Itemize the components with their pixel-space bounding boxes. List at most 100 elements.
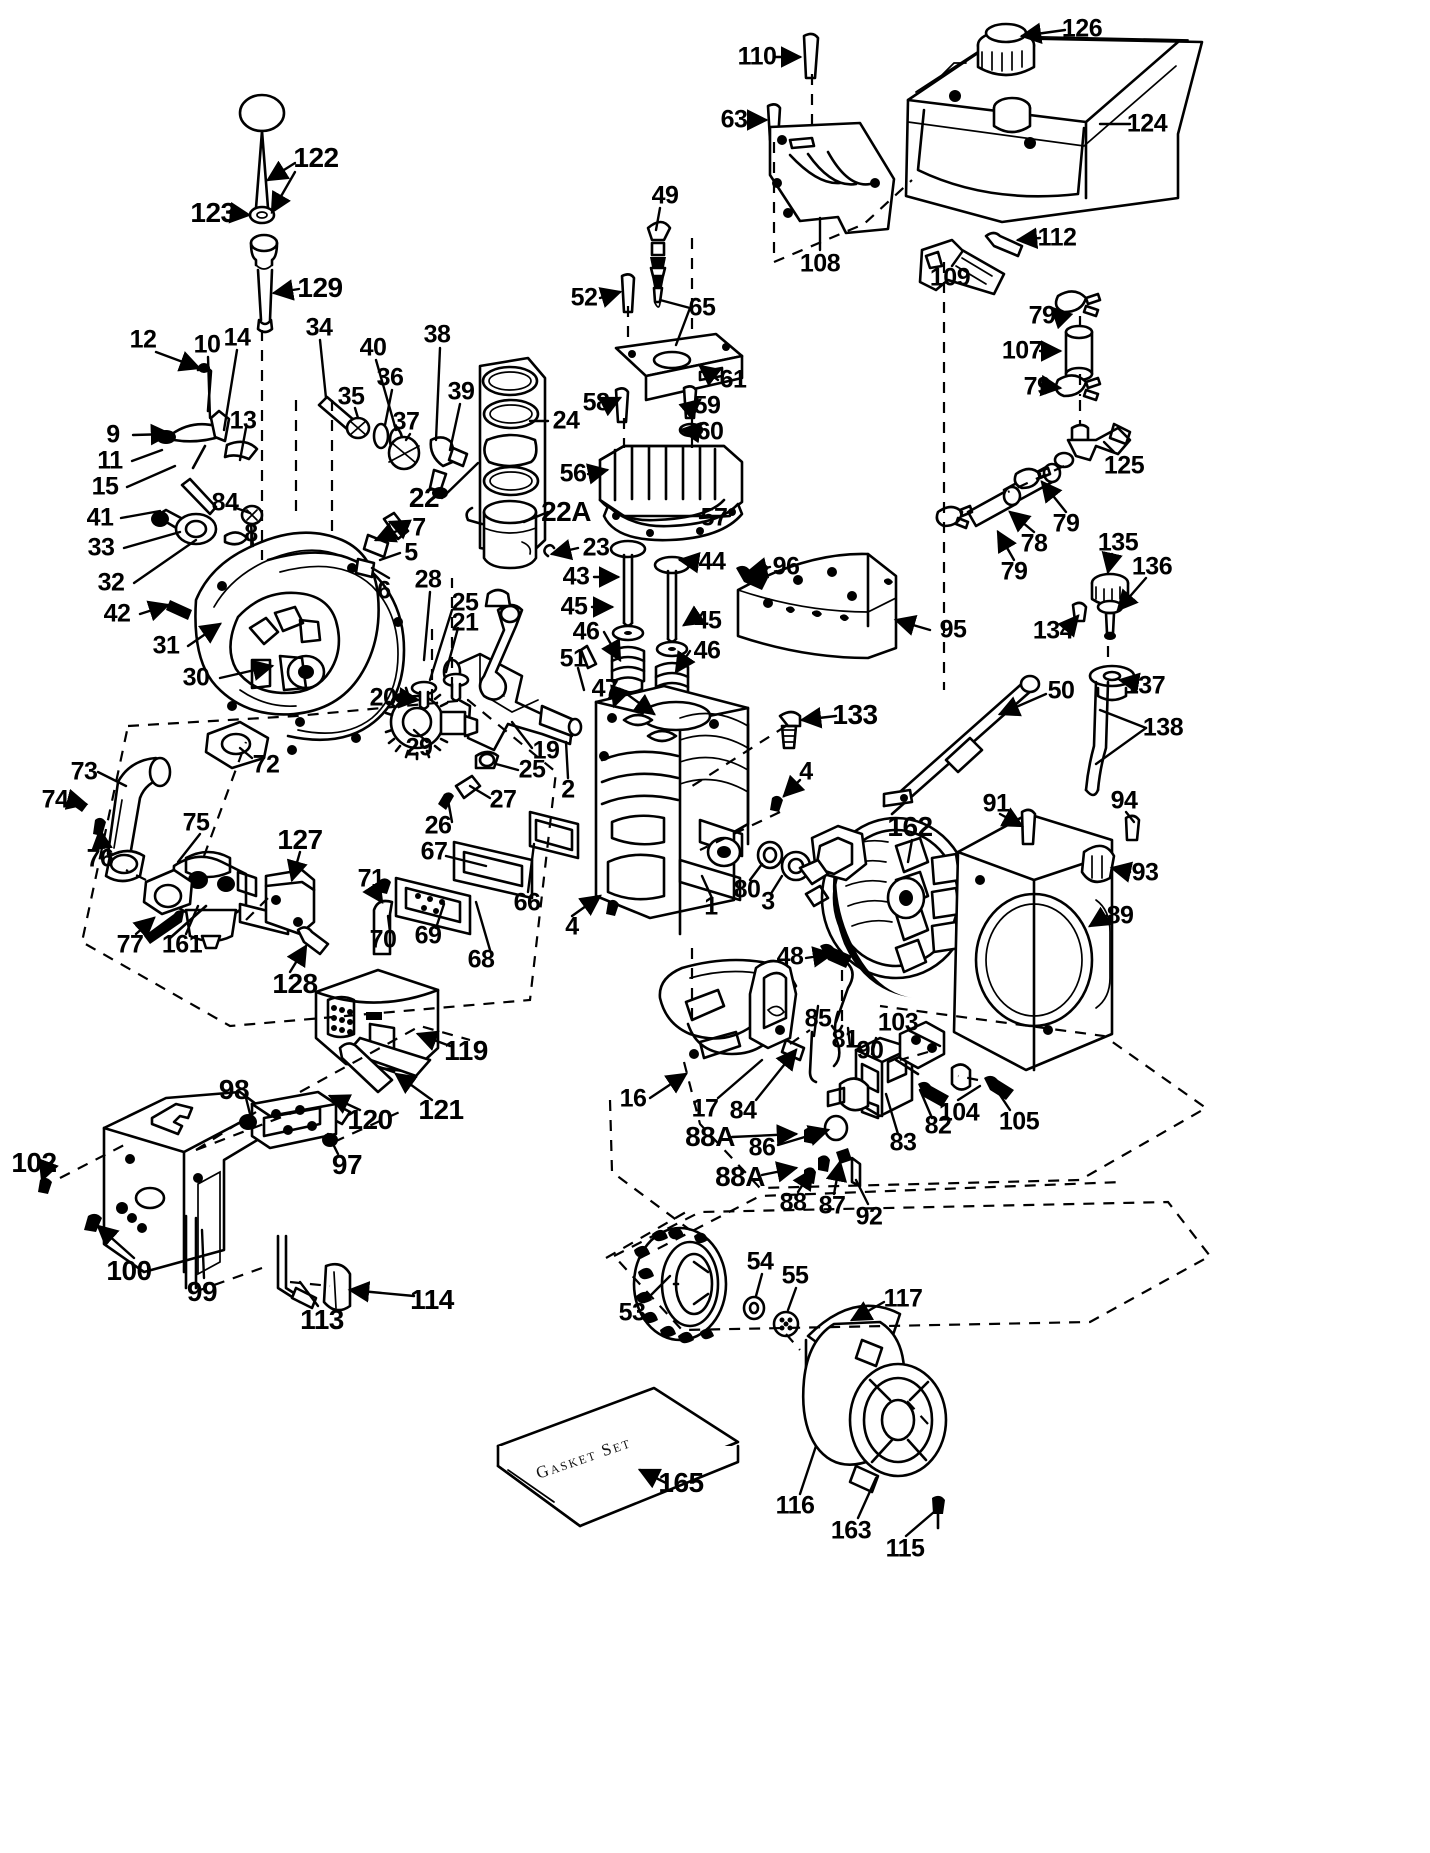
part-callout-36: 36 (376, 363, 404, 392)
part-callout-119: 119 (444, 1035, 488, 1066)
part-callout-24: 24 (552, 406, 580, 435)
part-callout-136: 136 (1131, 552, 1173, 581)
part-callout-4: 4 (799, 757, 813, 786)
part-callout-85: 85 (804, 1004, 832, 1033)
part-callout-99: 99 (186, 1276, 218, 1307)
part-callout-60: 60 (696, 417, 724, 446)
part-callout-95: 95 (939, 615, 967, 644)
part-callout-116: 116 (775, 1491, 815, 1520)
part-callout-66: 66 (513, 888, 541, 917)
part-callout-84: 84 (729, 1096, 757, 1125)
part-callout-58: 58 (582, 388, 610, 417)
part-callout-80: 80 (733, 875, 761, 904)
part-callout-114: 114 (410, 1284, 454, 1315)
clamp-79-b (1054, 374, 1102, 402)
part-callout-128: 128 (272, 968, 318, 999)
part-callout-133: 133 (832, 699, 878, 730)
part-callout-138: 138 (1142, 713, 1184, 742)
part-callout-52: 52 (570, 283, 598, 312)
part-callout-46: 46 (572, 617, 600, 646)
part-callout-100: 100 (106, 1255, 152, 1286)
part-callout-46: 46 (693, 636, 721, 665)
part-handle-113-114 (276, 1234, 352, 1312)
part-callout-50: 50 (1047, 676, 1075, 705)
part-callout-23: 23 (582, 533, 610, 562)
part-callout-113: 113 (300, 1304, 344, 1335)
part-callout-26: 26 (424, 811, 452, 840)
part-callout-5: 5 (404, 538, 418, 567)
part-callout-56: 56 (559, 459, 587, 488)
part-callout-8: 8 (244, 519, 258, 548)
part-callout-45: 45 (560, 592, 588, 621)
part-callout-103: 103 (877, 1008, 919, 1037)
part-shroud-99 (38, 1090, 266, 1290)
part-callout-69: 69 (414, 921, 442, 950)
part-dipstick (238, 93, 286, 334)
part-callout-1: 1 (704, 892, 718, 921)
part-callout-17: 17 (691, 1094, 719, 1123)
part-callout-21: 21 (451, 608, 479, 637)
part-callout-48: 48 (776, 942, 804, 971)
part-callout-165: 165 (658, 1467, 704, 1498)
part-callout-41: 41 (86, 503, 114, 532)
part-callout-120: 120 (347, 1104, 393, 1135)
part-flywheel (798, 816, 972, 998)
part-callout-79: 79 (1028, 301, 1056, 330)
part-callout-22: 22 (408, 482, 440, 513)
part-cylinder-block (594, 684, 812, 936)
part-callout-76: 76 (86, 844, 114, 873)
part-crankshaft (384, 588, 583, 810)
part-callout-68: 68 (467, 945, 495, 974)
part-screw-42 (166, 600, 192, 620)
part-callout-83: 83 (889, 1128, 917, 1157)
part-callout-38: 38 (423, 320, 451, 349)
part-callout-87: 87 (818, 1191, 846, 1220)
part-callout-96: 96 (772, 552, 800, 581)
part-callout-81: 81 (831, 1025, 859, 1054)
part-callout-59: 59 (693, 391, 721, 420)
part-callout-72: 72 (252, 750, 280, 779)
part-callout-115: 115 (885, 1534, 925, 1563)
part-callout-44: 44 (698, 547, 726, 576)
part-callout-13: 13 (229, 406, 257, 435)
part-callout-74: 74 (41, 785, 69, 814)
part-callout-89: 89 (1106, 901, 1134, 930)
part-callout-98: 98 (218, 1074, 250, 1105)
part-callout-28: 28 (414, 565, 442, 594)
part-callout-11: 11 (97, 446, 123, 475)
part-callout-33: 33 (87, 533, 115, 562)
part-callout-124: 124 (1126, 109, 1168, 138)
part-callout-92: 92 (855, 1202, 883, 1231)
part-callout-63: 63 (720, 105, 748, 134)
part-callout-82: 82 (924, 1111, 952, 1140)
part-small-links (354, 511, 410, 579)
part-callout-90: 90 (856, 1036, 884, 1065)
part-callout-67: 67 (420, 837, 448, 866)
part-callout-108: 108 (799, 249, 841, 278)
part-callout-88A: 88A (715, 1161, 765, 1192)
part-callout-79: 79 (1000, 557, 1028, 586)
part-callout-73: 73 (70, 757, 98, 786)
part-crankcase-cover (194, 531, 406, 755)
clamp-79-a (1054, 290, 1102, 318)
part-callout-71: 71 (357, 864, 385, 893)
part-callout-102: 102 (11, 1147, 57, 1178)
part-callout-45: 45 (694, 606, 722, 635)
part-callout-88: 88 (779, 1188, 807, 1217)
part-callout-78: 78 (1020, 529, 1048, 558)
part-starter-rope-53 (632, 1226, 800, 1344)
part-plate-98 (239, 1090, 338, 1150)
part-callout-129: 129 (297, 272, 343, 303)
part-callout-43: 43 (562, 562, 590, 591)
part-callout-6: 6 (377, 576, 391, 605)
part-cylinder-head (598, 444, 744, 542)
part-callout-47: 47 (591, 674, 619, 703)
part-callout-79: 79 (1052, 509, 1080, 538)
part-callout-3: 3 (761, 887, 775, 916)
part-callout-88A: 88A (685, 1121, 735, 1152)
clamp-79-c (1013, 466, 1052, 490)
part-callout-117: 117 (883, 1284, 923, 1313)
part-callout-125: 125 (1103, 451, 1145, 480)
part-callout-49: 49 (651, 181, 679, 210)
part-callout-16: 16 (619, 1084, 647, 1113)
